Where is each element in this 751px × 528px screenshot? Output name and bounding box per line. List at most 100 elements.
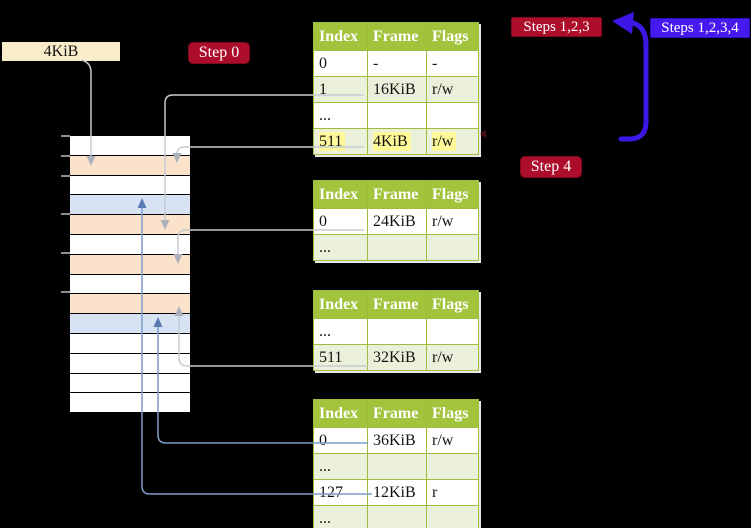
frame-size-label-box: 4KiB — [2, 42, 120, 61]
memory-frame-row — [70, 294, 190, 314]
memory-frame-row — [70, 353, 190, 373]
table-header-cell: Index — [313, 180, 368, 209]
memory-tick — [61, 135, 70, 137]
table-row: ... — [313, 453, 479, 480]
table-cell — [367, 102, 427, 129]
table-header-cell: Frame — [367, 290, 427, 319]
badge-step-4: Step 4 — [520, 156, 582, 178]
table-header-cell: Flags — [426, 290, 479, 319]
table-row: ... — [313, 102, 479, 129]
table-cell — [426, 318, 479, 345]
table-cell: r/w — [426, 344, 479, 371]
table-row: ... — [313, 234, 479, 261]
memory-frame-row — [70, 393, 190, 413]
table-header-cell: Frame — [367, 22, 427, 51]
table-header-cell: Index — [313, 290, 368, 319]
badge-steps-1-2-3: Steps 1,2,3 — [511, 17, 602, 37]
table-header-cell: Frame — [367, 180, 427, 209]
memory-frame-row — [70, 373, 190, 393]
memory-tick — [61, 291, 70, 293]
table-cell — [367, 234, 427, 261]
table-cell: 127 — [313, 479, 368, 506]
table-cell — [367, 453, 427, 480]
badge-step-0: Step 0 — [188, 42, 250, 64]
highlighted-value: r/w — [432, 131, 457, 151]
table-row: 0-- — [313, 50, 479, 77]
table-cell: 0 — [313, 50, 368, 77]
memory-frame-row — [70, 136, 190, 155]
recursive-loop-arrow — [612, 12, 649, 142]
table-header-cell: Flags — [426, 399, 479, 428]
memory-frame-row — [70, 155, 190, 175]
memory-tick — [61, 155, 70, 157]
table-cell: 32KiB — [367, 344, 427, 371]
table-cell: 511 — [313, 128, 368, 155]
memory-tick — [61, 252, 70, 254]
table-cell — [426, 453, 479, 480]
table-cell: ... — [313, 505, 368, 528]
table-cell: 0 — [313, 208, 368, 235]
table-cell: - — [367, 50, 427, 77]
table-cell: 511 — [313, 344, 368, 371]
table-cell: ... — [313, 102, 368, 129]
table-cell — [367, 505, 427, 528]
memory-frame-row — [70, 314, 190, 333]
table-cell: 1 — [313, 76, 368, 103]
table-cell: 12KiB — [367, 479, 427, 506]
table-cell: 16KiB — [367, 76, 427, 103]
table-cell: ... — [313, 234, 368, 261]
table-cell: r/w — [426, 128, 479, 155]
table-cell: r/w — [426, 76, 479, 103]
memory-frame-row — [70, 274, 190, 294]
highlighted-value: 511 — [319, 131, 346, 151]
table-cell: 36KiB — [367, 427, 427, 454]
table-header-cell: Index — [313, 22, 368, 51]
table-header-cell: Frame — [367, 399, 427, 428]
memory-frame-row — [70, 333, 190, 353]
memory-frame-row — [70, 215, 190, 234]
table-cell: ... — [313, 453, 368, 480]
memory-frame-row — [70, 175, 190, 195]
table-cell — [426, 505, 479, 528]
table-cell — [426, 102, 479, 129]
memory-tick — [61, 213, 70, 215]
memory-tick — [61, 175, 70, 177]
physical-memory — [70, 136, 190, 413]
table-cell: r/w — [426, 427, 479, 454]
table-row: ... — [313, 318, 479, 345]
table-header-cell: Index — [313, 399, 368, 428]
table-header-cell: Flags — [426, 180, 479, 209]
table-cell — [426, 234, 479, 261]
table-cell — [367, 318, 427, 345]
table-row: ... — [313, 505, 479, 528]
table-cell: 0 — [313, 427, 368, 454]
table-cell: 4KiB — [367, 128, 427, 155]
table-cell: 24KiB — [367, 208, 427, 235]
table-cell: r/w — [426, 208, 479, 235]
memory-frame-row — [70, 234, 190, 254]
table-header-cell: Flags — [426, 22, 479, 51]
badge-steps-1-2-3-4: Steps 1,2,3,4 — [650, 18, 750, 38]
entry511-marker — [480, 130, 486, 138]
table-cell: - — [426, 50, 479, 77]
table-cell: r — [426, 479, 479, 506]
